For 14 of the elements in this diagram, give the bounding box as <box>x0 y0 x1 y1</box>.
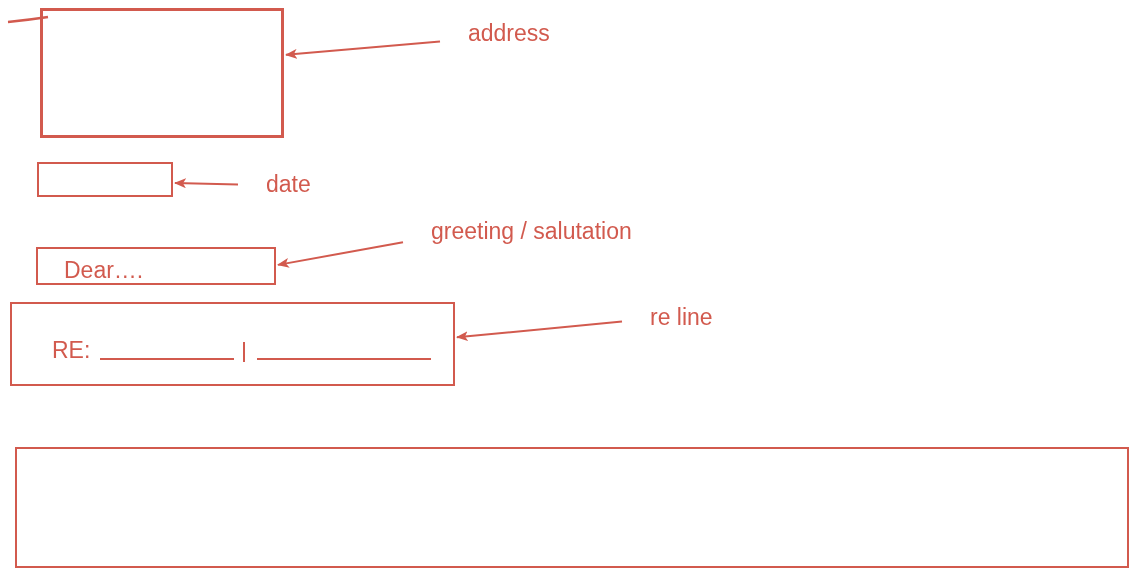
leader-arrow <box>456 320 623 342</box>
salutation-box <box>36 247 276 285</box>
letter-body-box <box>15 447 1129 568</box>
annotation-label: address <box>468 20 550 47</box>
re-label: RE: <box>52 337 91 364</box>
leader-arrow <box>285 40 441 59</box>
annotation-label: re line <box>650 304 713 331</box>
leader-arrow <box>277 241 404 268</box>
leader-arrow <box>174 178 239 189</box>
salutation-text: Dear…. <box>64 257 144 284</box>
date-box <box>37 162 173 197</box>
annotation-label: date <box>266 171 311 198</box>
annotation-label: greeting / salutation <box>431 218 632 245</box>
address-box <box>40 8 284 138</box>
